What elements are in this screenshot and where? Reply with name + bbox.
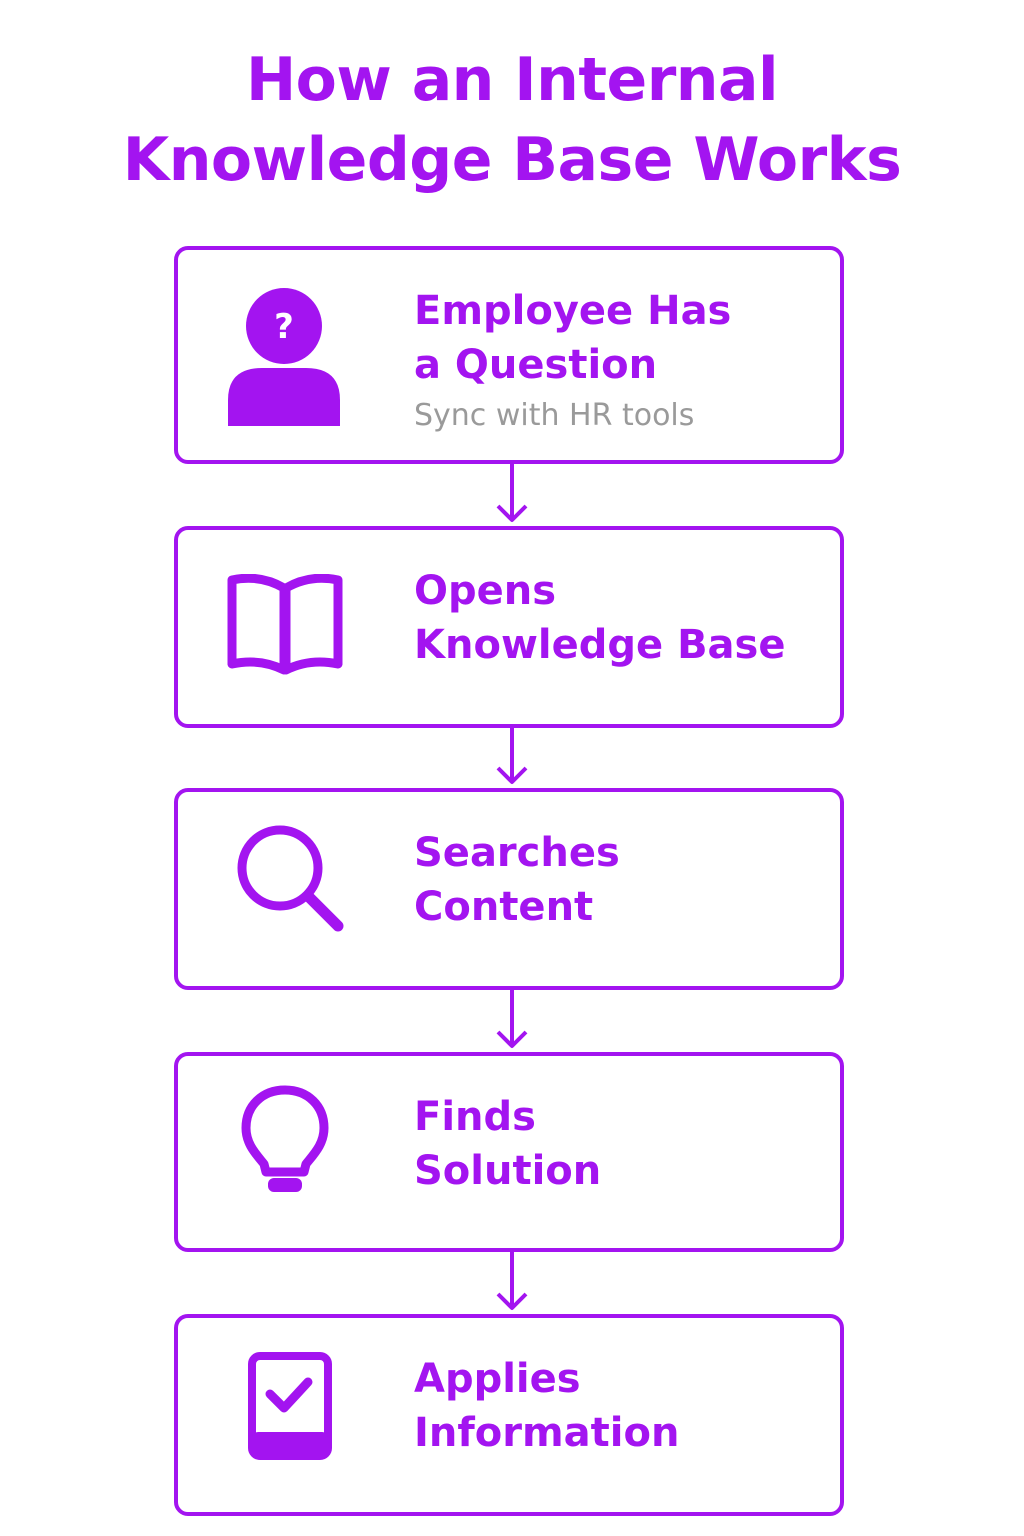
step-employee-question: ? Employee Has a Question Sync with HR t… <box>174 246 844 464</box>
step-title-line-1: Employee Has <box>414 288 732 334</box>
person-question-icon: ? <box>222 280 352 430</box>
step-applies-information: Applies Information <box>174 1314 844 1516</box>
step-text: Applies Information <box>414 1352 834 1460</box>
step-title: Applies Information <box>414 1352 834 1460</box>
step-title-line-2: Information <box>414 1410 680 1456</box>
step-title-line-2: Knowledge Base <box>414 622 786 668</box>
lightbulb-icon <box>240 1084 370 1234</box>
title-line-2: Knowledge Base Works <box>122 125 902 195</box>
step-opens-knowledge-base: Opens Knowledge Base <box>174 526 844 728</box>
question-mark: ? <box>274 307 294 347</box>
step-title-line-1: Applies <box>414 1356 581 1402</box>
step-title: Finds Solution <box>414 1090 834 1198</box>
step-title: Employee Has a Question <box>414 284 834 392</box>
arrow-down-icon <box>496 464 528 522</box>
step-subtitle: Sync with HR tools <box>414 398 695 433</box>
step-text: Finds Solution <box>414 1090 834 1198</box>
arrow-down-icon <box>496 990 528 1048</box>
tablet-check-icon <box>248 1352 378 1502</box>
step-title-line-1: Searches <box>414 830 620 876</box>
step-title: Opens Knowledge Base <box>414 564 834 672</box>
step-searches-content: Searches Content <box>174 788 844 990</box>
arrow-down-icon <box>496 728 528 784</box>
diagram-title: How an Internal Knowledge Base Works <box>0 40 1024 200</box>
step-title-line-2: Solution <box>414 1148 602 1194</box>
step-finds-solution: Finds Solution <box>174 1052 844 1252</box>
step-text: Opens Knowledge Base <box>414 564 834 672</box>
arrow-down-icon <box>496 1252 528 1310</box>
title-line-1: How an Internal <box>245 45 779 115</box>
step-title-line-2: Content <box>414 884 594 930</box>
step-text: Employee Has a Question Sync with HR too… <box>414 284 834 438</box>
magnifier-icon <box>232 822 362 972</box>
step-title-line-1: Finds <box>414 1094 536 1140</box>
step-title-line-2: a Question <box>414 342 658 388</box>
step-title-line-1: Opens <box>414 568 557 614</box>
step-text: Searches Content <box>414 826 834 934</box>
step-title: Searches Content <box>414 826 834 934</box>
open-book-icon <box>226 574 356 724</box>
